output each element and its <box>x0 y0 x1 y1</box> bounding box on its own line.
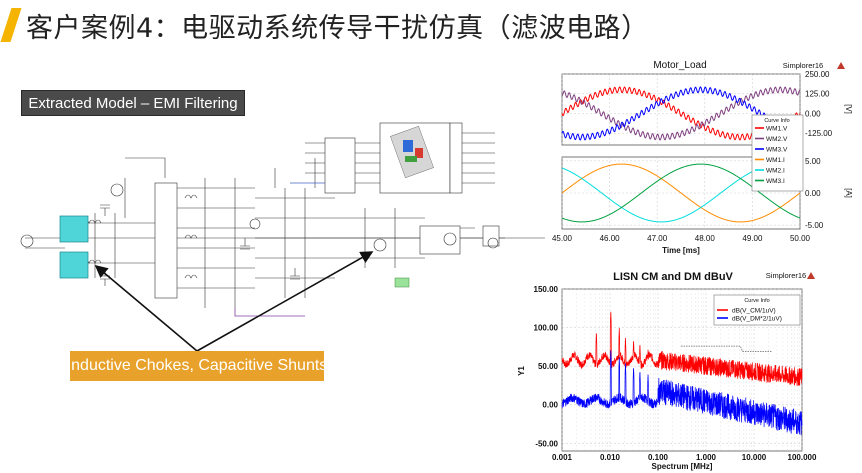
chart1-bottom-ylabel: [A] <box>844 188 853 198</box>
chart2-limit-line <box>681 345 773 352</box>
chart2-xtick-3: 1.000 <box>696 453 717 462</box>
motor-load-chart: Motor_Load Simplorer16 250.00 125.00 0.00 -… <box>552 60 853 255</box>
chart2-xtick-1: 0.010 <box>600 453 621 462</box>
title-accent-bar <box>0 8 22 42</box>
chart1-top-ylabel: [V] <box>844 104 853 114</box>
chart1-legend-entry-2: WM3.V <box>766 147 788 154</box>
chart1-top-ytick-0: 250.00 <box>805 70 830 79</box>
chart1-top-ytick-1: 125.00 <box>805 90 830 99</box>
chart1-bottom-ytick-1: 0.00 <box>805 189 821 198</box>
chart1-xlabel: Time [ms] <box>662 246 700 255</box>
chart2-xtick-2: 0.100 <box>648 453 669 462</box>
slide-title: 客户案例4：电驱动系统传导干扰仿真（滤波电路） <box>26 13 649 44</box>
chart2-logo-icon <box>807 272 815 279</box>
callout-label: Inductive Chokes, Capacitive Shunts <box>67 351 327 381</box>
chart2-ytick-3: 0.00 <box>542 401 558 410</box>
chart2-legend-entry-1: dB(V_DM*2/1uV) <box>732 315 782 322</box>
chart2-xtick-0: 0.001 <box>552 453 573 462</box>
chart1-logo-icon <box>837 62 845 69</box>
chart2-ytick-1: 100.00 <box>534 324 559 333</box>
chart1-series-wm2-v <box>561 86 801 141</box>
chart1-source-label: Simplorer16 <box>783 61 823 70</box>
chart1-xtick-0: 45.00 <box>552 234 573 243</box>
chart1-legend-entry-3: WM1.I <box>766 157 785 164</box>
chart2-xlabel: Spectrum [MHz] <box>652 462 713 471</box>
chart1-xtick-3: 48.00 <box>695 234 716 243</box>
chart1-xtick-4: 49.00 <box>742 234 763 243</box>
chart1-series-wm3-i <box>561 163 801 223</box>
chart2-series-cm <box>561 311 803 386</box>
chart2-ytick-4: -50.00 <box>535 439 558 448</box>
chart2-ytick-2: 50.00 <box>538 362 559 371</box>
chart2-title: LISN CM and DM dBuV <box>613 271 733 283</box>
chart1-title: Motor_Load <box>653 60 706 71</box>
chart2-xtick-5: 100.000 <box>788 453 817 462</box>
chart2-legend <box>713 294 801 326</box>
chart1-bottom-ytick-0: 5.00 <box>805 157 821 166</box>
chart2-legend-title: Curve Info <box>744 298 769 304</box>
chart2-source-label: Simplorer16 <box>766 271 806 280</box>
chart1-legend-entry-4: WM2.I <box>766 168 785 175</box>
chart1-legend-entry-1: WM2.V <box>766 136 788 143</box>
chart1-xtick-5: 50.00 <box>790 234 811 243</box>
chart2-ytick-0: 150.00 <box>534 285 559 294</box>
chart2-legend-entry-0: dB(V_CM/1uV) <box>732 307 776 314</box>
chart1-series-wm1-i <box>561 163 801 223</box>
chart1-legend-entry-5: WM3.I <box>766 178 785 185</box>
chart1-series-wm3-v <box>561 86 801 141</box>
chart1-legend-title: Curve Info <box>764 118 789 124</box>
chart2-xtick-4: 10.000 <box>742 453 767 462</box>
chart2-series-dm <box>561 350 803 436</box>
chart1-top-ytick-3: -125.00 <box>805 129 833 138</box>
chart1-top-ytick-2: 0.00 <box>805 109 821 118</box>
chart1-xtick-2: 47.00 <box>647 234 668 243</box>
emi-filter-schematic <box>20 122 545 317</box>
chart1-xtick-1: 46.00 <box>600 234 621 243</box>
chart2-ylabel: Y1 <box>518 366 526 376</box>
extracted-model-label: Extracted Model – EMI Filtering <box>21 90 245 116</box>
lisn-spectrum-chart: LISN CM and DM dBuV Simplorer16 150.00 10… <box>518 271 817 471</box>
chart1-legend-entry-0: WM1.V <box>766 126 788 133</box>
chart1-bottom-ytick-2: -5.00 <box>805 221 824 230</box>
